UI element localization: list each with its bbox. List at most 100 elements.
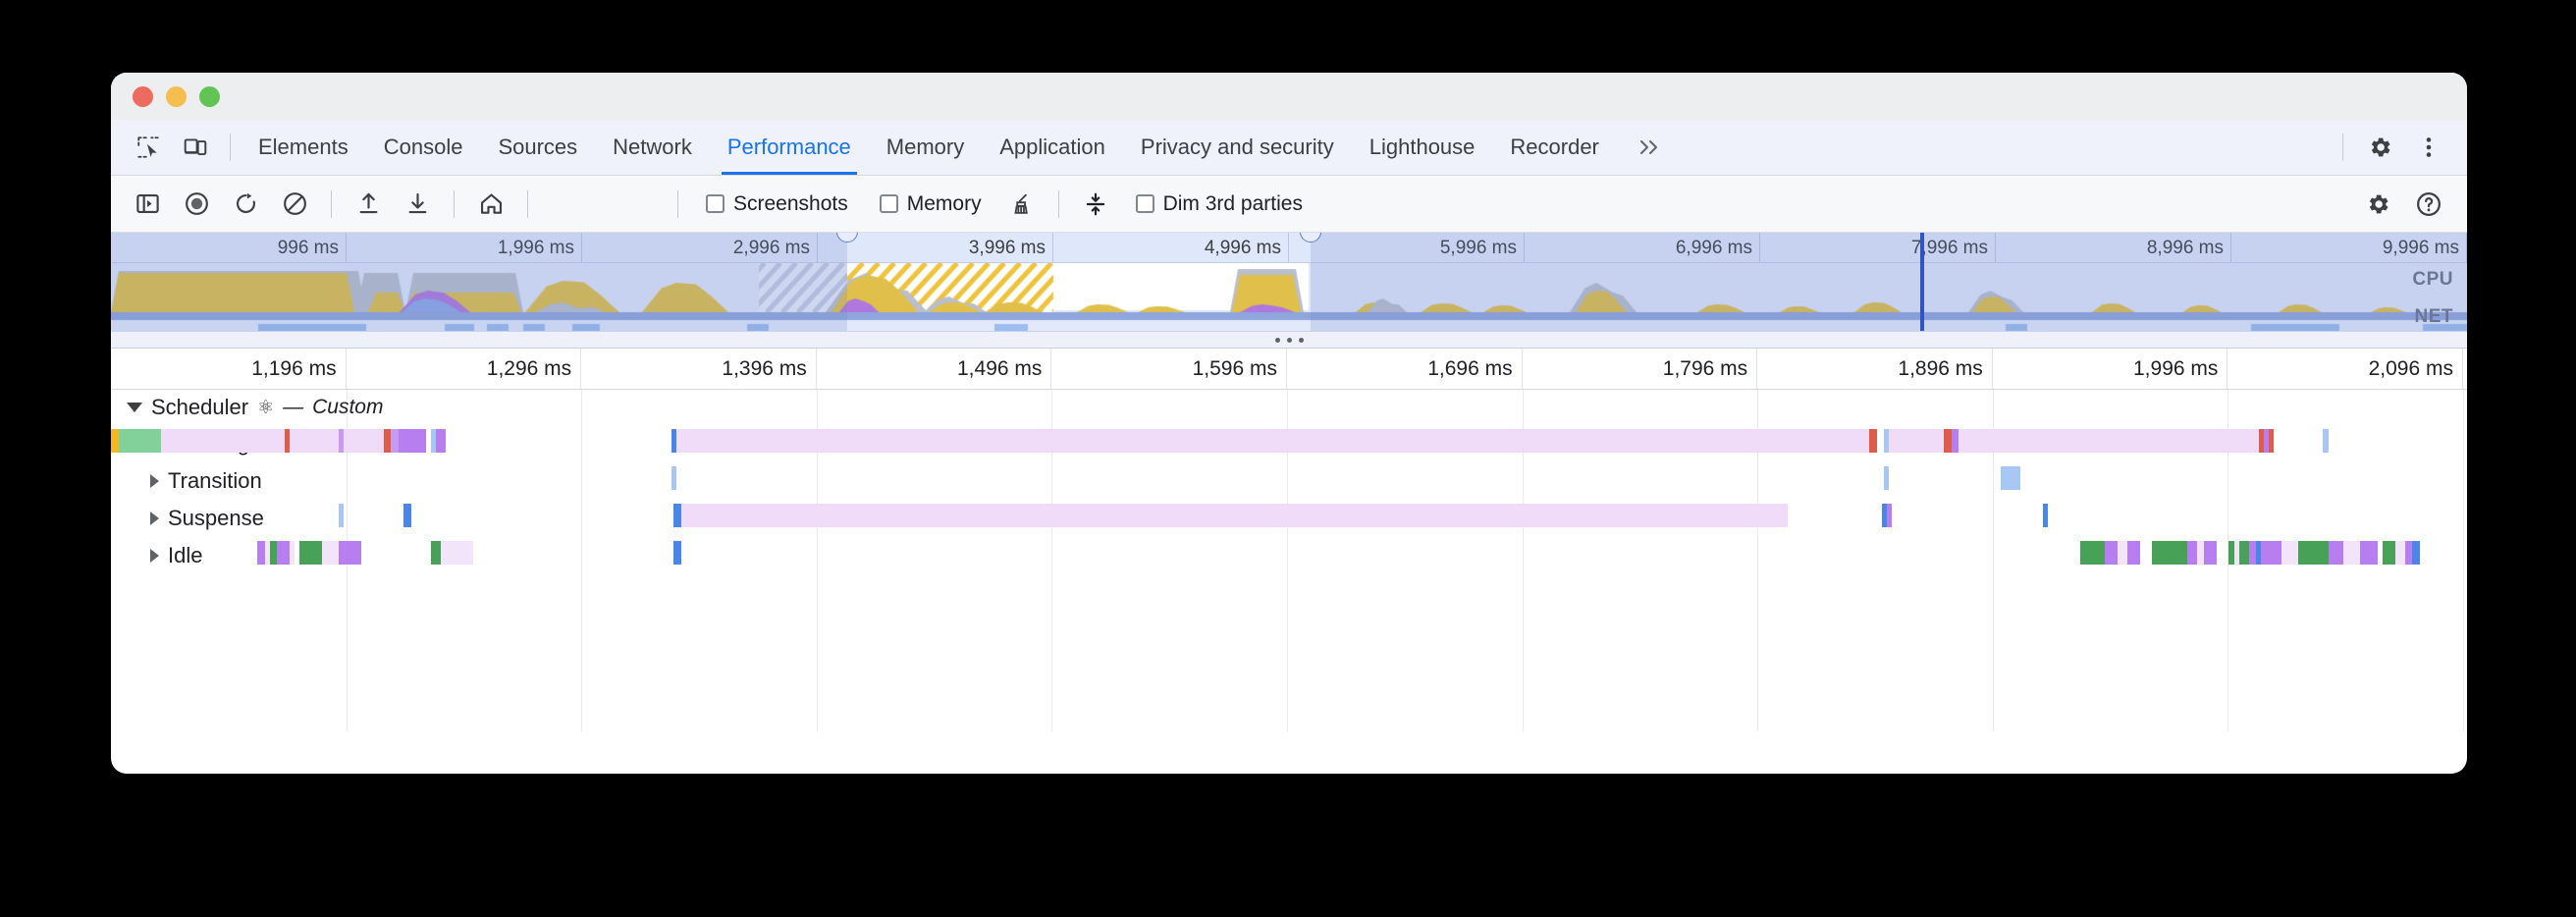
reload-and-record-icon[interactable]: [223, 182, 268, 227]
flame-event-bar[interactable]: [1869, 429, 1877, 453]
device-toolbar-icon[interactable]: [173, 125, 218, 170]
dim-3rd-parties-checkbox[interactable]: Dim 3rd parties: [1122, 192, 1316, 216]
tab-sources[interactable]: Sources: [480, 120, 595, 175]
overview-graph[interactable]: CPU NET: [111, 263, 2467, 331]
track-group-scheduler[interactable]: Scheduler ⚛ — Custom: [111, 390, 2467, 425]
flame-event-bar[interactable]: [441, 541, 473, 565]
flame-event-bar[interactable]: [2394, 541, 2405, 565]
flame-event-bar[interactable]: [2248, 541, 2257, 565]
flame-event-bar[interactable]: [1881, 504, 1887, 527]
tab-privacy-and-security[interactable]: Privacy and security: [1123, 120, 1352, 175]
flame-event-bar[interactable]: [2238, 541, 2249, 565]
flame-event-bar[interactable]: [435, 429, 447, 453]
record-icon[interactable]: [174, 182, 219, 227]
flame-event-bar[interactable]: [289, 429, 340, 453]
flame-event-bar[interactable]: [671, 466, 676, 490]
flame-event-bar[interactable]: [2328, 541, 2343, 565]
flame-event-bar[interactable]: [1886, 504, 1892, 527]
flame-event-bar[interactable]: [111, 429, 119, 453]
flame-event-bar[interactable]: [321, 541, 340, 565]
flame-event-bar[interactable]: [2105, 541, 2118, 565]
flame-event-bar[interactable]: [2256, 541, 2262, 565]
flame-event-bar[interactable]: [264, 541, 270, 565]
group-header[interactable]: Scheduler ⚛ — Custom: [111, 390, 383, 425]
flame-event-bar[interactable]: [676, 429, 1870, 453]
flame-event-bar[interactable]: [2268, 429, 2274, 453]
flame-event-bar[interactable]: [2186, 541, 2197, 565]
flame-event-bar[interactable]: [344, 429, 384, 453]
settings-gear-icon[interactable]: [2357, 125, 2402, 170]
flame-event-bar[interactable]: [2412, 541, 2420, 565]
maximize-window-button[interactable]: [199, 85, 220, 107]
tab-network[interactable]: Network: [595, 120, 710, 175]
checkbox-box[interactable]: [706, 194, 724, 213]
flame-event-bar[interactable]: [289, 541, 295, 565]
more-options-icon[interactable]: [2406, 125, 2451, 170]
home-icon[interactable]: [468, 182, 513, 227]
help-icon[interactable]: [2406, 182, 2451, 227]
inspect-element-icon[interactable]: [126, 125, 171, 170]
flame-event-bar[interactable]: [2404, 541, 2413, 565]
track-transition[interactable]: Transition: [111, 462, 2467, 500]
flame-event-bar[interactable]: [1884, 466, 1890, 490]
flame-event-bar[interactable]: [339, 541, 362, 565]
flame-event-bar[interactable]: [383, 429, 392, 453]
tab-elements[interactable]: Elements: [241, 120, 366, 175]
flame-event-bar[interactable]: [284, 429, 290, 453]
tab-lighthouse[interactable]: Lighthouse: [1352, 120, 1493, 175]
flame-event-bar[interactable]: [118, 429, 161, 453]
flame-event-bar[interactable]: [2263, 429, 2269, 453]
flame-event-bar[interactable]: [2126, 541, 2140, 565]
clear-icon[interactable]: [272, 182, 317, 227]
flame-event-bar[interactable]: [399, 429, 426, 453]
flame-event-bar[interactable]: [2233, 541, 2239, 565]
track-idle[interactable]: Idle: [111, 537, 2467, 574]
overview-dim-right[interactable]: [1311, 233, 2467, 331]
flame-event-bar[interactable]: [430, 541, 441, 565]
flame-event-bar[interactable]: [339, 504, 345, 527]
flame-event-bar[interactable]: [269, 541, 278, 565]
minimize-window-button[interactable]: [166, 85, 187, 107]
collapse-vertical-icon[interactable]: [1073, 182, 1118, 227]
flame-event-bar[interactable]: [339, 429, 345, 453]
flame-event-bar[interactable]: [277, 541, 290, 565]
flame-event-bar[interactable]: [2323, 429, 2329, 453]
overview-dim-left[interactable]: [111, 233, 847, 331]
flame-event-bar[interactable]: [257, 541, 265, 565]
download-profile-icon[interactable]: [395, 182, 440, 227]
track-header[interactable]: Transition: [111, 462, 262, 500]
flame-event-bar[interactable]: [1959, 429, 2259, 453]
flame-event-bar[interactable]: [430, 429, 436, 453]
show-sidebar-icon[interactable]: [125, 182, 170, 227]
flame-event-bar[interactable]: [2360, 541, 2379, 565]
flame-event-bar[interactable]: [2204, 541, 2217, 565]
memory-checkbox[interactable]: Memory: [866, 192, 995, 216]
flame-event-bar[interactable]: [2228, 541, 2234, 565]
flame-event-bar[interactable]: [2281, 541, 2299, 565]
flame-event-bar[interactable]: [2043, 504, 2049, 527]
tab-recorder[interactable]: Recorder: [1492, 120, 1616, 175]
more-tabs-chevron-icon[interactable]: [1617, 120, 1682, 175]
flame-event-bar[interactable]: [2261, 541, 2281, 565]
track-header[interactable]: Suspense: [111, 500, 264, 537]
flame-event-bar[interactable]: [2079, 541, 2106, 565]
track-header[interactable]: Idle: [111, 537, 202, 574]
checkbox-box[interactable]: [1135, 194, 1154, 213]
checkbox-box[interactable]: [879, 194, 898, 213]
flame-event-bar[interactable]: [2117, 541, 2127, 565]
chevron-right-icon[interactable]: [150, 474, 159, 488]
panel-resize-handle[interactable]: [111, 331, 2467, 349]
close-window-button[interactable]: [133, 85, 153, 107]
flame-event-bar[interactable]: [2258, 429, 2264, 453]
tab-application[interactable]: Application: [982, 120, 1123, 175]
chevron-right-icon[interactable]: [150, 549, 159, 563]
flame-event-bar[interactable]: [1943, 429, 1952, 453]
flame-event-bar[interactable]: [1884, 429, 1890, 453]
flame-event-bar[interactable]: [391, 429, 400, 453]
flame-event-bar[interactable]: [403, 504, 411, 527]
flame-event-bar[interactable]: [2342, 541, 2361, 565]
flame-event-bar[interactable]: [2001, 466, 2021, 490]
flame-chart[interactable]: Scheduler ⚛ — Custom Blocking Transitio: [111, 390, 2467, 731]
